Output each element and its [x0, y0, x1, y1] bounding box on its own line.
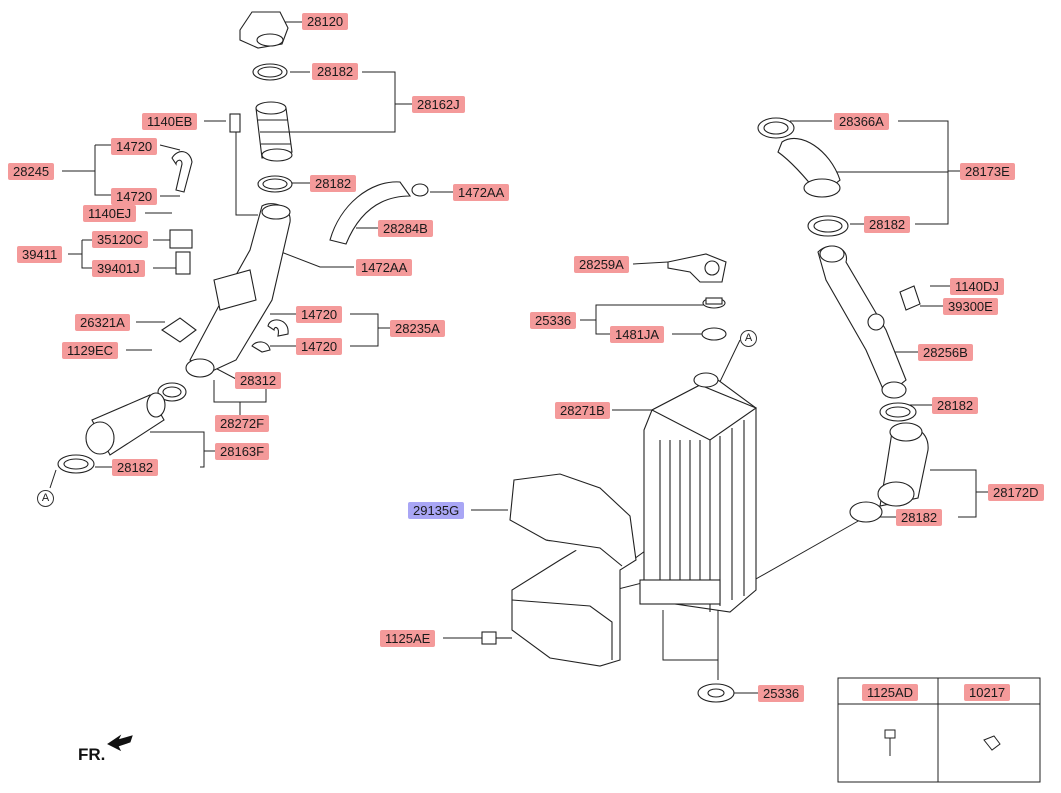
- part-label: 28182: [312, 63, 359, 80]
- callout-a-left: A: [37, 490, 54, 507]
- part-label: 1129EC: [62, 342, 119, 359]
- part-label: 25336: [758, 685, 805, 702]
- front-direction-label: FR.: [78, 745, 106, 764]
- part-label: 1472AA: [453, 184, 510, 201]
- part-label: 28245: [8, 163, 55, 180]
- part-label: 39401J: [92, 260, 145, 277]
- part-label: 28272F: [215, 415, 270, 432]
- part-label: 28271B: [555, 402, 610, 419]
- callout-a-right: A: [740, 330, 757, 347]
- part-label: 28120: [302, 13, 349, 30]
- part-label: 14720: [111, 138, 158, 155]
- part-label: 1472AA: [356, 259, 413, 276]
- part-label: 14720: [296, 338, 343, 355]
- part-label: 28284B: [378, 220, 433, 237]
- part-label-highlighted: 29135G: [408, 502, 465, 519]
- part-label: 28235A: [390, 320, 445, 337]
- part-label: 39300E: [943, 298, 998, 315]
- part-label: 28182: [310, 175, 357, 192]
- part-label: 28259A: [574, 256, 629, 273]
- table-header-col1: 1125AD: [862, 684, 919, 701]
- table-header-col2: 10217: [964, 684, 1011, 701]
- part-label: 28256B: [918, 344, 973, 361]
- part-label: 35120C: [92, 231, 148, 248]
- part-label: 28312: [235, 372, 282, 389]
- part-label: 1125AE: [380, 630, 436, 647]
- part-label: 28366A: [834, 113, 889, 130]
- part-label: 28182: [896, 509, 943, 526]
- part-label: 28173E: [960, 163, 1015, 180]
- part-label: 1481JA: [610, 326, 665, 343]
- part-label: 1140DJ: [950, 278, 1004, 295]
- front-arrow-icon: [107, 734, 133, 752]
- part-label: 28182: [112, 459, 159, 476]
- part-label: 28182: [864, 216, 911, 233]
- part-label: 28162J: [412, 96, 465, 113]
- part-label: 1140EB: [142, 113, 198, 130]
- part-label: 28182: [932, 397, 979, 414]
- part-label: 14720: [296, 306, 343, 323]
- part-label: 26321A: [75, 314, 130, 331]
- part-label: 28163F: [215, 443, 270, 460]
- part-label: 28172D: [988, 484, 1044, 501]
- part-label: 1140EJ: [83, 205, 137, 222]
- part-label: 14720: [111, 188, 158, 205]
- part-label: 25336: [530, 312, 577, 329]
- part-label: 39411: [17, 246, 63, 263]
